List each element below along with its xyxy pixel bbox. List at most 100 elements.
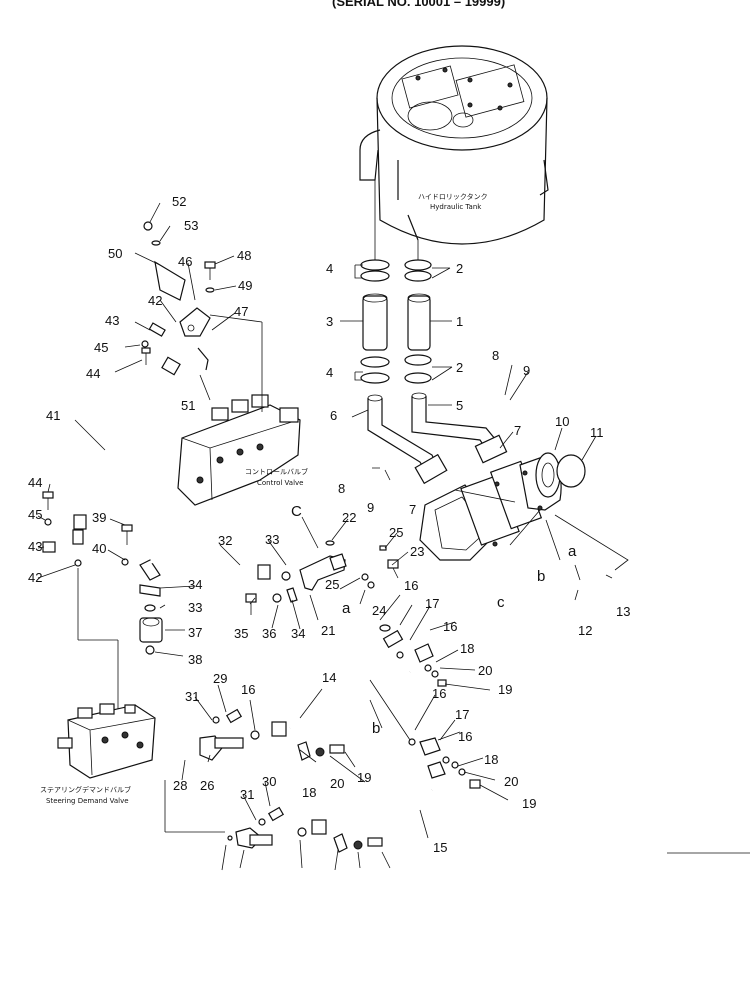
callout: 20 xyxy=(504,774,518,789)
letter-a-lower: a xyxy=(342,600,351,617)
callout: 23 xyxy=(410,544,424,559)
callout: 2 xyxy=(456,360,463,375)
control-valve-label-jp: コントロールバルブ xyxy=(245,467,308,476)
callout: 19 xyxy=(498,682,512,697)
callout: 38 xyxy=(188,652,202,667)
callout: 33 xyxy=(265,532,279,547)
callout: 22 xyxy=(342,510,356,525)
callout: 17 xyxy=(425,596,439,611)
callout: 41 xyxy=(46,408,60,423)
callout: 44 xyxy=(28,475,42,490)
callout: 20 xyxy=(478,663,492,678)
callout: 21 xyxy=(321,623,335,638)
callout: 19 xyxy=(357,770,371,785)
callout: 42 xyxy=(148,293,162,308)
letter-b-lower: b xyxy=(372,720,380,737)
callout: 39 xyxy=(92,510,106,525)
callout: 7 xyxy=(514,423,521,438)
callout: 2 xyxy=(456,261,463,276)
suction-hoses xyxy=(360,180,508,485)
left-fittings xyxy=(42,491,133,720)
callout: 28 xyxy=(173,778,187,793)
callout: 25 xyxy=(389,525,403,540)
callout: 20 xyxy=(330,776,344,791)
callout: 48 xyxy=(237,248,251,263)
callout: 11 xyxy=(590,425,604,440)
callout: 43 xyxy=(28,539,42,554)
callout: 26 xyxy=(200,778,214,793)
callout: 29 xyxy=(213,671,227,686)
callout: 31 xyxy=(240,787,254,802)
callout: 34 xyxy=(188,577,202,592)
letter-c-pump: c xyxy=(497,594,505,611)
hose-41 xyxy=(72,356,181,545)
callout: 37 xyxy=(188,625,202,640)
callout-numbers: 52 53 50 46 48 49 42 47 43 45 44 51 41 4… xyxy=(28,194,630,855)
callout: 19 xyxy=(522,796,536,811)
callout: 14 xyxy=(322,670,336,685)
callout: 53 xyxy=(184,218,198,233)
callout: 8 xyxy=(492,348,499,363)
letter-c-upper: C xyxy=(291,503,302,520)
callout: 43 xyxy=(105,313,119,328)
callout: 16 xyxy=(443,619,457,634)
callout: 8 xyxy=(338,481,345,496)
callout: 46 xyxy=(178,254,192,269)
callout: 42 xyxy=(28,570,42,585)
callout: 49 xyxy=(238,278,252,293)
callout: 24 xyxy=(372,603,386,618)
callout: 15 xyxy=(433,840,447,855)
callout: 4 xyxy=(326,365,333,380)
callout: 32 xyxy=(218,533,232,548)
callout: 35 xyxy=(234,626,248,641)
leader-lines xyxy=(37,202,750,871)
callout: 31 xyxy=(185,689,199,704)
pipe-32-assembly xyxy=(139,540,399,655)
callout: 3 xyxy=(326,314,333,329)
callout: 7 xyxy=(409,502,416,517)
callout: 10 xyxy=(555,414,569,429)
callout: 50 xyxy=(108,246,122,261)
callout: 36 xyxy=(262,626,276,641)
hydraulic-tank: ハイドロリックタンク Hydraulic Tank xyxy=(359,45,549,245)
callout: 18 xyxy=(484,752,498,767)
callout: 9 xyxy=(367,500,374,515)
callout: 16 xyxy=(241,682,255,697)
callout: 16 xyxy=(458,729,472,744)
callout: 4 xyxy=(326,261,333,276)
callout: 12 xyxy=(578,623,592,638)
pipe-15-assembly xyxy=(227,788,434,853)
callout: 44 xyxy=(86,366,100,381)
callout: 17 xyxy=(455,707,469,722)
hydraulic-tank-label-jp: ハイドロリックタンク xyxy=(418,192,488,201)
callout: 45 xyxy=(28,507,42,522)
reference-letters: C a b c a b xyxy=(291,503,577,737)
callout: 25 xyxy=(325,577,339,592)
callout: 52 xyxy=(172,194,186,209)
callout: 47 xyxy=(234,304,248,319)
hydraulic-tank-label-en: Hydraulic Tank xyxy=(430,203,482,211)
callout: 40 xyxy=(92,541,106,556)
callout: 33 xyxy=(188,600,202,615)
callout: 16 xyxy=(432,686,446,701)
steering-valve-label-jp: ステアリングデマンドバルブ xyxy=(40,785,131,794)
callout: 9 xyxy=(523,363,530,378)
callout: 5 xyxy=(456,398,463,413)
control-valve: コントロールバルブ Control Valve xyxy=(177,394,308,506)
serial-header: (SERIAL NO. 10001 – 19999) xyxy=(332,0,505,9)
callout: 16 xyxy=(404,578,418,593)
bracket-assembly xyxy=(141,221,263,412)
letter-a-pump: a xyxy=(568,543,577,560)
callout: 18 xyxy=(460,641,474,656)
callout: 13 xyxy=(616,604,630,619)
letter-b-pump: b xyxy=(537,568,545,585)
steering-demand-valve: ステアリングデマンドバルブ Steering Demand Valve xyxy=(40,703,225,833)
callout: 6 xyxy=(330,408,337,423)
pipe-14-assembly xyxy=(199,624,481,789)
callout: 1 xyxy=(456,314,463,329)
callout: 45 xyxy=(94,340,108,355)
control-valve-label-en: Control Valve xyxy=(257,479,303,487)
callout: 30 xyxy=(262,774,276,789)
